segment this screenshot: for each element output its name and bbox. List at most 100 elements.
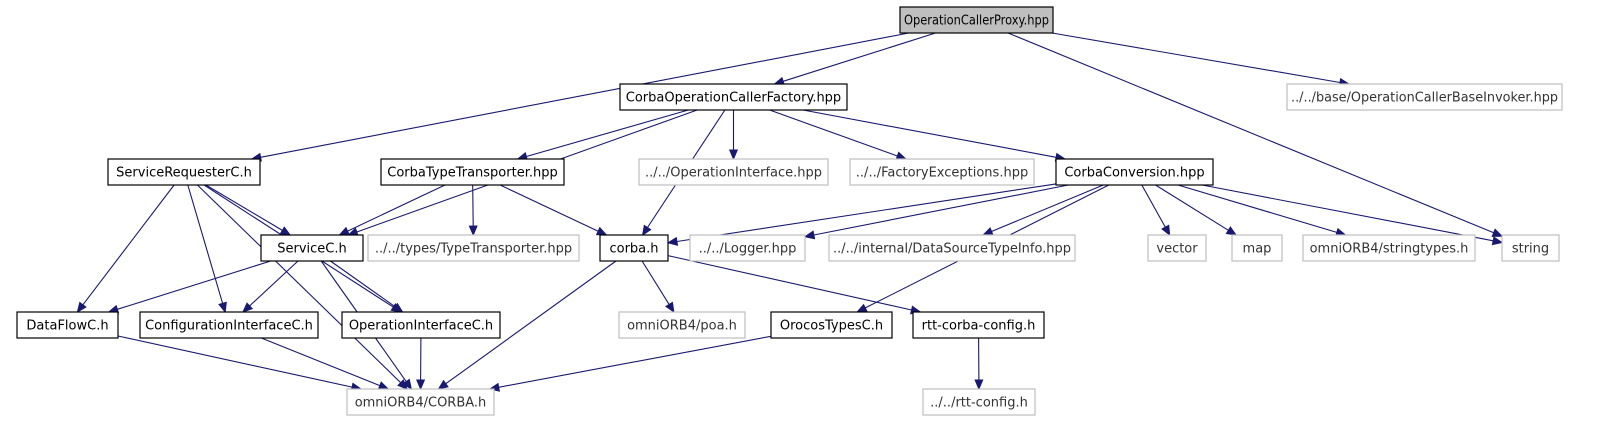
node-box	[689, 234, 806, 262]
edge-servreq-to-dataflowc	[76, 184, 175, 314]
arrowhead-icon	[803, 230, 816, 240]
node-label: vector	[1156, 242, 1198, 257]
edge-factory-to-transporter	[516, 109, 689, 161]
arrowhead-icon	[76, 301, 87, 314]
node-box	[346, 388, 495, 416]
node-box	[16, 311, 119, 339]
node-dataflowc-h[interactable]: DataFlowC.h	[16, 311, 119, 339]
edge-line	[261, 337, 381, 387]
node-rtt-config-h: ../../rtt-config.h	[922, 388, 1036, 416]
arrowhead-icon	[242, 302, 254, 313]
edge-servicec-to-configc	[242, 260, 299, 313]
edge-conversion-to-map	[1155, 184, 1238, 236]
node-orocostypesc-h[interactable]: OrocosTypesC.h	[770, 311, 893, 339]
node-box	[899, 6, 1054, 34]
edge-corbah-to-corbaorb	[437, 260, 617, 390]
arrowhead-icon	[279, 226, 292, 236]
node-operationcallerproxy-hpp[interactable]: OperationCallerProxy.hpp	[899, 6, 1054, 34]
node-label: omniORB4/stringtypes.h	[1310, 242, 1469, 257]
edge-factory-to-conversion	[802, 109, 1067, 162]
arrowhead-icon	[377, 381, 390, 390]
edge-conversion-to-dstinfo	[982, 184, 1104, 236]
node-box	[912, 311, 1045, 339]
node-types-typetransporter-hpp: ../../types/TypeTransporter.hpp	[367, 234, 580, 262]
arrowhead-icon	[468, 225, 478, 237]
edge-factory-to-opiface	[728, 110, 739, 161]
node-box	[618, 311, 746, 339]
edge-transporter-to-servicec	[338, 184, 446, 236]
edge-line	[1052, 32, 1341, 84]
edge-opifacec-to-corbaorb	[416, 337, 426, 391]
node-servicec-h[interactable]: ServiceC.h	[260, 234, 364, 262]
arrowhead-icon	[856, 303, 868, 313]
node-corbaconversion-hpp[interactable]: CorbaConversion.hpp	[1055, 158, 1214, 186]
node-label: DataFlowC.h	[26, 319, 108, 334]
node-box	[1501, 234, 1560, 262]
edge-line	[249, 260, 299, 307]
arrowhead-icon	[437, 379, 449, 390]
edge-line	[445, 260, 617, 385]
edge-line	[1177, 184, 1337, 233]
edge-line	[641, 260, 670, 305]
edge-conversion-to-stringtypes	[1177, 184, 1347, 237]
edge-line	[1202, 184, 1494, 242]
nodes-layer: OperationCallerProxy.hppCorbaOperationCa…	[16, 6, 1563, 416]
node-label: ../../Logger.hpp	[699, 242, 797, 257]
node-operationinterfacec-h[interactable]: OperationInterfaceC.h	[341, 311, 501, 339]
node-label: OperationCallerProxy.hpp	[904, 14, 1049, 29]
node-box	[599, 234, 669, 262]
edge-transporter-to-corbah	[499, 184, 608, 236]
node-box	[828, 234, 1076, 262]
node-corbaoperationcallerfactory-hpp[interactable]: CorbaOperationCallerFactory.hpp	[619, 83, 848, 111]
arrowhead-icon	[595, 226, 608, 236]
edge-line	[117, 260, 271, 310]
edge-orocos-to-corbaorb	[488, 335, 772, 392]
arrowhead-icon	[666, 236, 679, 246]
node-box	[1147, 234, 1207, 262]
arrowhead-icon	[1491, 236, 1504, 246]
node-label: rtt-corba-config.h	[922, 319, 1036, 334]
arrowhead-icon	[1491, 228, 1504, 237]
node-label: map	[1243, 242, 1272, 257]
arrowhead-icon	[402, 378, 413, 391]
node-box	[1055, 158, 1214, 186]
node-corba-h[interactable]: corba.h	[599, 234, 669, 262]
edge-line	[82, 184, 175, 306]
node-rtt-corba-config-h[interactable]: rtt-corba-config.h	[912, 311, 1045, 339]
node-label: OrocosTypesC.h	[780, 319, 883, 334]
node-map: map	[1231, 234, 1283, 262]
node-label: omniORB4/poa.h	[627, 319, 737, 334]
node-label: string	[1512, 242, 1549, 257]
arrowhead-icon	[664, 301, 675, 314]
node-label: ../../base/OperationCallerBaseInvoker.hp…	[1291, 91, 1558, 106]
edge-root-to-string	[1007, 32, 1504, 237]
edge-line	[187, 184, 224, 304]
edge-line	[991, 184, 1104, 233]
arrowhead-icon	[416, 379, 426, 391]
node-label: omniORB4/CORBA.h	[355, 396, 487, 411]
node-label: ConfigurationInterfaceC.h	[145, 319, 313, 334]
edge-root-to-factory	[773, 32, 936, 86]
node-box	[922, 388, 1036, 416]
arrowhead-icon	[1161, 224, 1171, 237]
edge-corbah-to-rttcfg	[667, 255, 922, 315]
node-label: ../../internal/DataSourceTypeInfo.hpp	[833, 242, 1071, 257]
edge-conversion-to-vector	[1141, 184, 1171, 237]
edge-conversion-to-corbah	[666, 183, 1057, 246]
node-box	[341, 311, 501, 339]
arrowhead-icon	[728, 149, 739, 161]
arrowhead-icon	[974, 379, 984, 391]
edge-line	[782, 32, 936, 82]
arrowhead-icon	[1225, 226, 1238, 236]
node-configurationinterfacec-h[interactable]: ConfigurationInterfaceC.h	[139, 311, 319, 339]
node-corbatypetransporter-hpp[interactable]: CorbaTypeTransporter.hpp	[380, 158, 565, 186]
node-servicerequesterc-h[interactable]: ServiceRequesterC.h	[107, 158, 261, 186]
edge-servreq-to-corbaorb	[197, 184, 409, 390]
node-box	[380, 158, 565, 186]
edge-line	[472, 184, 474, 227]
edge-line	[1007, 32, 1494, 234]
arrowhead-icon	[392, 302, 404, 313]
edge-line	[117, 335, 353, 388]
node-label: ServiceRequesterC.h	[116, 166, 252, 181]
